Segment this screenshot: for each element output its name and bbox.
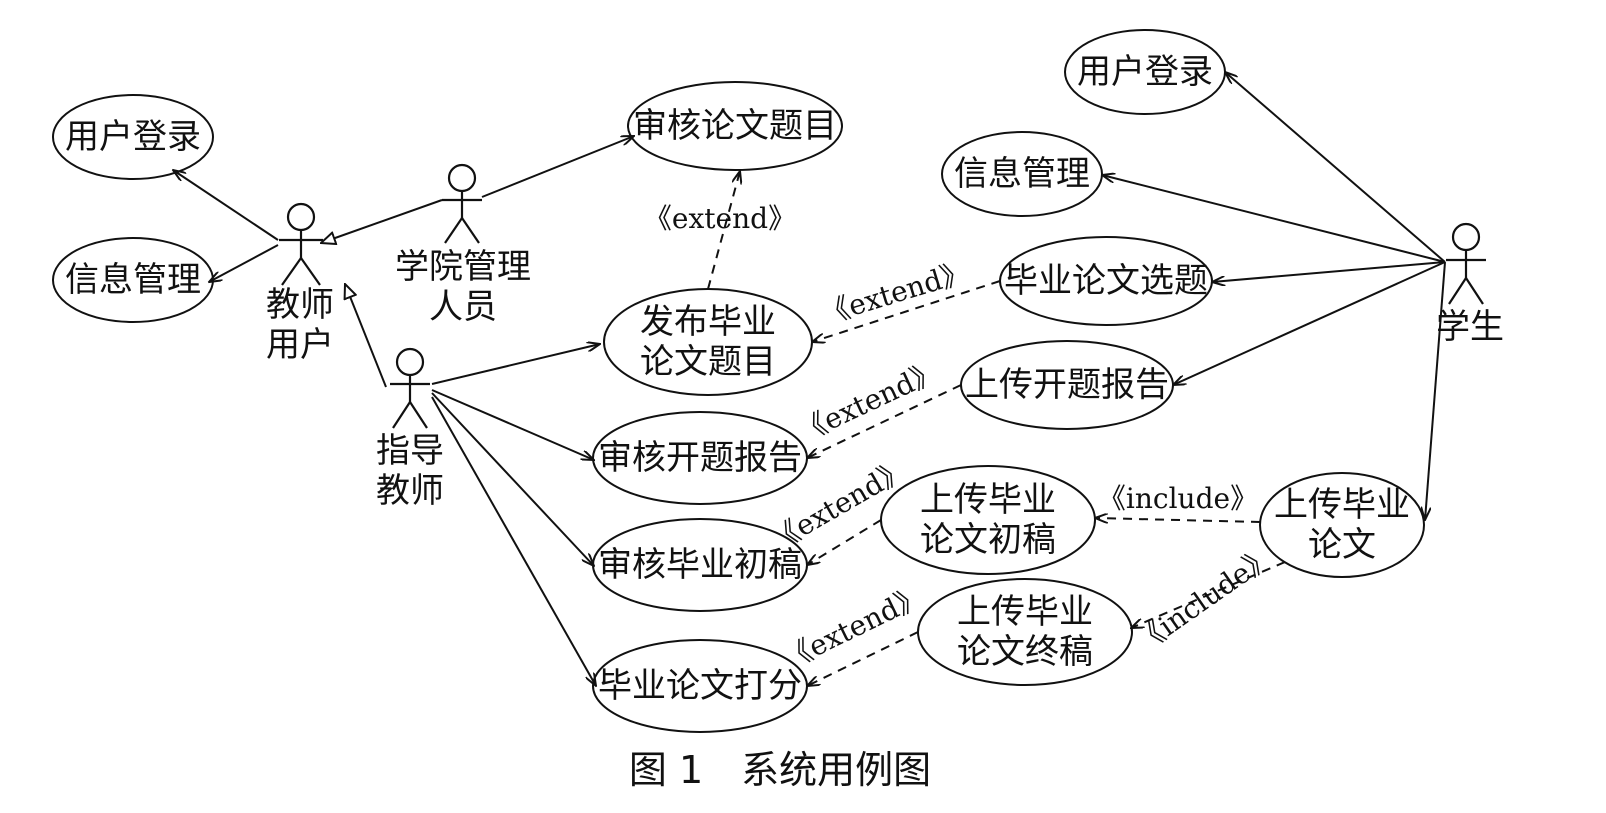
use-case-left-info: 信息管理 bbox=[52, 237, 214, 323]
use-case-label: 审核开题报告 bbox=[598, 438, 802, 478]
use-case-grade-thesis: 毕业论文打分 bbox=[592, 639, 808, 733]
actor-college-admin: 学院管理 人员 bbox=[395, 163, 531, 327]
use-case-label: 信息管理 bbox=[954, 154, 1090, 194]
assoc-advisor-publish bbox=[431, 344, 600, 385]
assoc-advisor-grade bbox=[431, 396, 596, 686]
use-case-right-info: 信息管理 bbox=[941, 131, 1103, 217]
use-case-label: 审核毕业初稿 bbox=[598, 545, 802, 585]
extend-upload-draft bbox=[807, 519, 882, 565]
assoc-student-info bbox=[1102, 175, 1446, 263]
use-case-label: 用户登录 bbox=[1077, 52, 1213, 92]
use-case-label: 论文初稿 bbox=[920, 520, 1056, 560]
stereo-include-label: 《include》 bbox=[1129, 540, 1279, 659]
assoc-teacher-login bbox=[173, 170, 279, 241]
use-case-upload-thesis: 上传毕业 论文 bbox=[1259, 472, 1425, 578]
use-case-upload-draft: 上传毕业 论文初稿 bbox=[880, 465, 1096, 575]
actor-label: 指导 bbox=[376, 431, 444, 471]
assoc-advisor-review-draft bbox=[431, 392, 594, 566]
use-case-upload-final: 上传毕业 论文终稿 bbox=[917, 578, 1133, 686]
extend-publish-review-topic bbox=[707, 171, 740, 290]
stereo-extend-label: 《extend》 bbox=[644, 202, 796, 235]
gen-advisor-teacher bbox=[345, 284, 387, 388]
actor-label: 用户 bbox=[266, 325, 334, 365]
use-case-upload-proposal: 上传开题报告 bbox=[960, 340, 1174, 430]
extend-upload-proposal bbox=[807, 384, 962, 458]
use-case-label: 上传毕业 bbox=[920, 480, 1056, 520]
use-case-label: 毕业论文打分 bbox=[598, 666, 802, 706]
use-case-publish-topic: 发布毕业 论文题目 bbox=[603, 288, 813, 396]
use-case-label: 发布毕业 bbox=[640, 302, 776, 342]
actor-student: 学生 bbox=[1436, 222, 1504, 347]
assoc-student-upload-proposal bbox=[1173, 261, 1446, 385]
actor-label: 学院管理 bbox=[395, 247, 531, 287]
stereo-extend-label: 《extend》 bbox=[793, 354, 945, 448]
extend-select-publish bbox=[812, 280, 1001, 342]
actor-label: 教师 bbox=[376, 471, 444, 511]
figure-caption: 图 1 系统用例图 bbox=[629, 748, 931, 792]
use-case-label: 上传开题报告 bbox=[965, 365, 1169, 405]
use-case-label: 审核论文题目 bbox=[633, 106, 837, 146]
use-case-label: 论文 bbox=[1308, 525, 1376, 565]
use-case-select-topic: 毕业论文选题 bbox=[999, 236, 1213, 326]
assoc-student-select bbox=[1212, 261, 1446, 282]
extend-upload-final bbox=[807, 631, 919, 686]
actor-teacher-user: 教师 用户 bbox=[266, 202, 334, 365]
include-thesis-draft bbox=[1095, 518, 1261, 522]
use-case-right-login: 用户登录 bbox=[1064, 29, 1226, 115]
stereo-extend-label: 《extend》 bbox=[778, 579, 929, 675]
stereo-include-label: 《include》 bbox=[1098, 482, 1258, 515]
assoc-student-login bbox=[1225, 72, 1446, 263]
assoc-student-upload-thesis bbox=[1425, 261, 1446, 520]
use-case-label: 上传毕业 bbox=[1274, 485, 1410, 525]
use-case-left-login: 用户登录 bbox=[52, 94, 214, 180]
actor-label: 教师 bbox=[266, 285, 334, 325]
actor-label: 人员 bbox=[429, 287, 497, 327]
use-case-review-draft: 审核毕业初稿 bbox=[592, 518, 808, 612]
include-thesis-final bbox=[1131, 561, 1286, 628]
use-case-review-topic: 审核论文题目 bbox=[627, 81, 843, 171]
use-case-label: 论文题目 bbox=[640, 342, 776, 382]
use-case-label: 用户登录 bbox=[65, 117, 201, 157]
stereo-extend-label: 《extend》 bbox=[818, 255, 973, 331]
assoc-teacher-info bbox=[209, 244, 279, 282]
use-case-label: 信息管理 bbox=[65, 260, 201, 300]
use-case-review-proposal: 审核开题报告 bbox=[592, 411, 808, 505]
use-case-label: 毕业论文选题 bbox=[1004, 261, 1208, 301]
assoc-advisor-review-proposal bbox=[431, 389, 594, 460]
gen-admin-teacher bbox=[321, 199, 443, 243]
actor-advisor: 指导 教师 bbox=[376, 347, 444, 511]
use-case-label: 论文终稿 bbox=[957, 632, 1093, 672]
use-case-label: 上传毕业 bbox=[957, 592, 1093, 632]
assoc-admin-review-topic bbox=[481, 136, 634, 198]
actor-label: 学生 bbox=[1436, 307, 1504, 347]
